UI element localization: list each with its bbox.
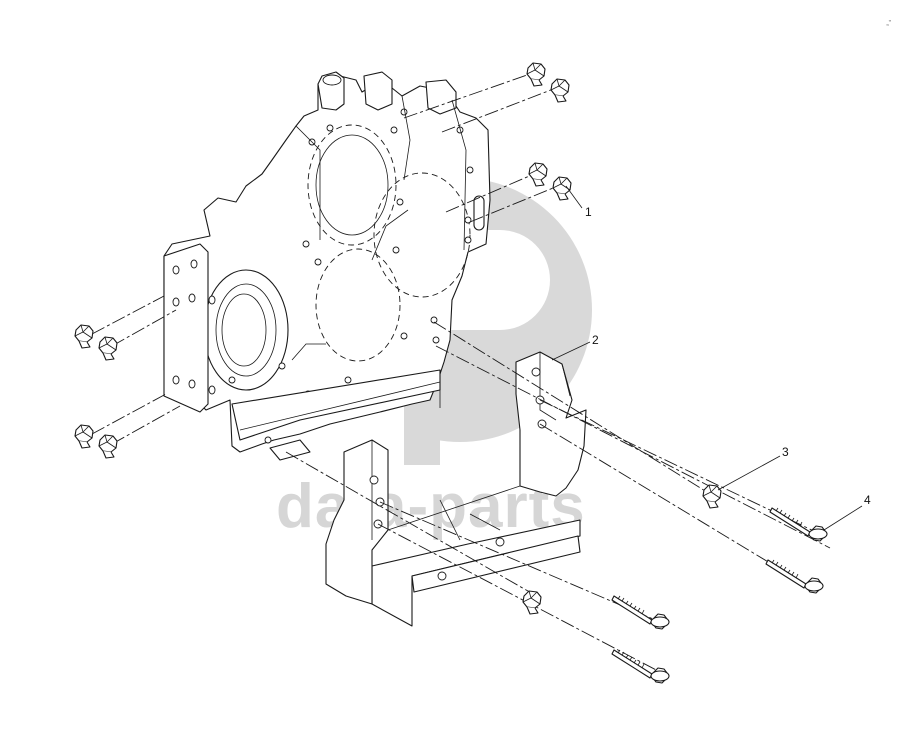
callout-2: 2 xyxy=(551,333,599,361)
timing-cover-housing xyxy=(163,71,491,461)
cover-bolts-left xyxy=(74,324,118,459)
callout-label-1: 1 xyxy=(585,205,592,219)
callout-1: 1 xyxy=(565,185,592,219)
flange-holes xyxy=(172,259,216,395)
mounting-bracket xyxy=(325,351,587,627)
callout-4: 4 xyxy=(823,493,871,531)
callout-label-3: 3 xyxy=(782,445,789,459)
cover-bolts-top xyxy=(526,62,572,201)
callout-label-2: 2 xyxy=(592,333,599,347)
corner-mark: „” xyxy=(886,20,891,27)
callout-3: 3 xyxy=(717,445,789,491)
callout-label-4: 4 xyxy=(864,493,871,507)
bracket-long-bolts xyxy=(611,507,828,684)
